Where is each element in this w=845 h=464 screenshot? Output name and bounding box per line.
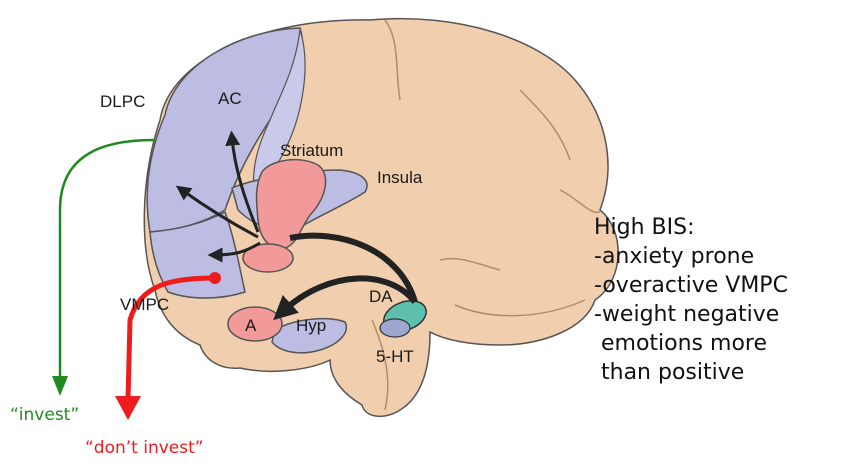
label-hyp: Hyp: [296, 316, 326, 335]
note-line: -anxiety prone: [594, 242, 788, 271]
label-vmpc: VMPC: [120, 295, 169, 314]
label-striatum: Striatum: [280, 141, 343, 160]
high-bis-note: High BIS: -anxiety prone -overactive VMP…: [594, 213, 788, 387]
invest-arrow: [60, 140, 155, 382]
label-a: A: [245, 316, 257, 335]
label-insula: Insula: [377, 168, 423, 187]
label-ac: AC: [218, 89, 242, 108]
label-dlpc: DLPC: [100, 92, 145, 111]
invest-label: “invest”: [10, 405, 79, 425]
note-line: -overactive VMPC: [594, 271, 788, 300]
label-5ht: 5-HT: [376, 347, 414, 366]
ht-nucleus: [380, 319, 410, 337]
note-line: emotions more: [594, 329, 788, 358]
note-line: than positive: [594, 358, 788, 387]
note-line: -weight negative: [594, 300, 788, 329]
dont-invest-arrow-head: [115, 396, 141, 420]
note-title: High BIS:: [594, 213, 788, 242]
invest-arrow-head: [52, 376, 68, 396]
dont-invest-label: “don’t invest”: [85, 438, 204, 458]
label-da: DA: [369, 287, 393, 306]
